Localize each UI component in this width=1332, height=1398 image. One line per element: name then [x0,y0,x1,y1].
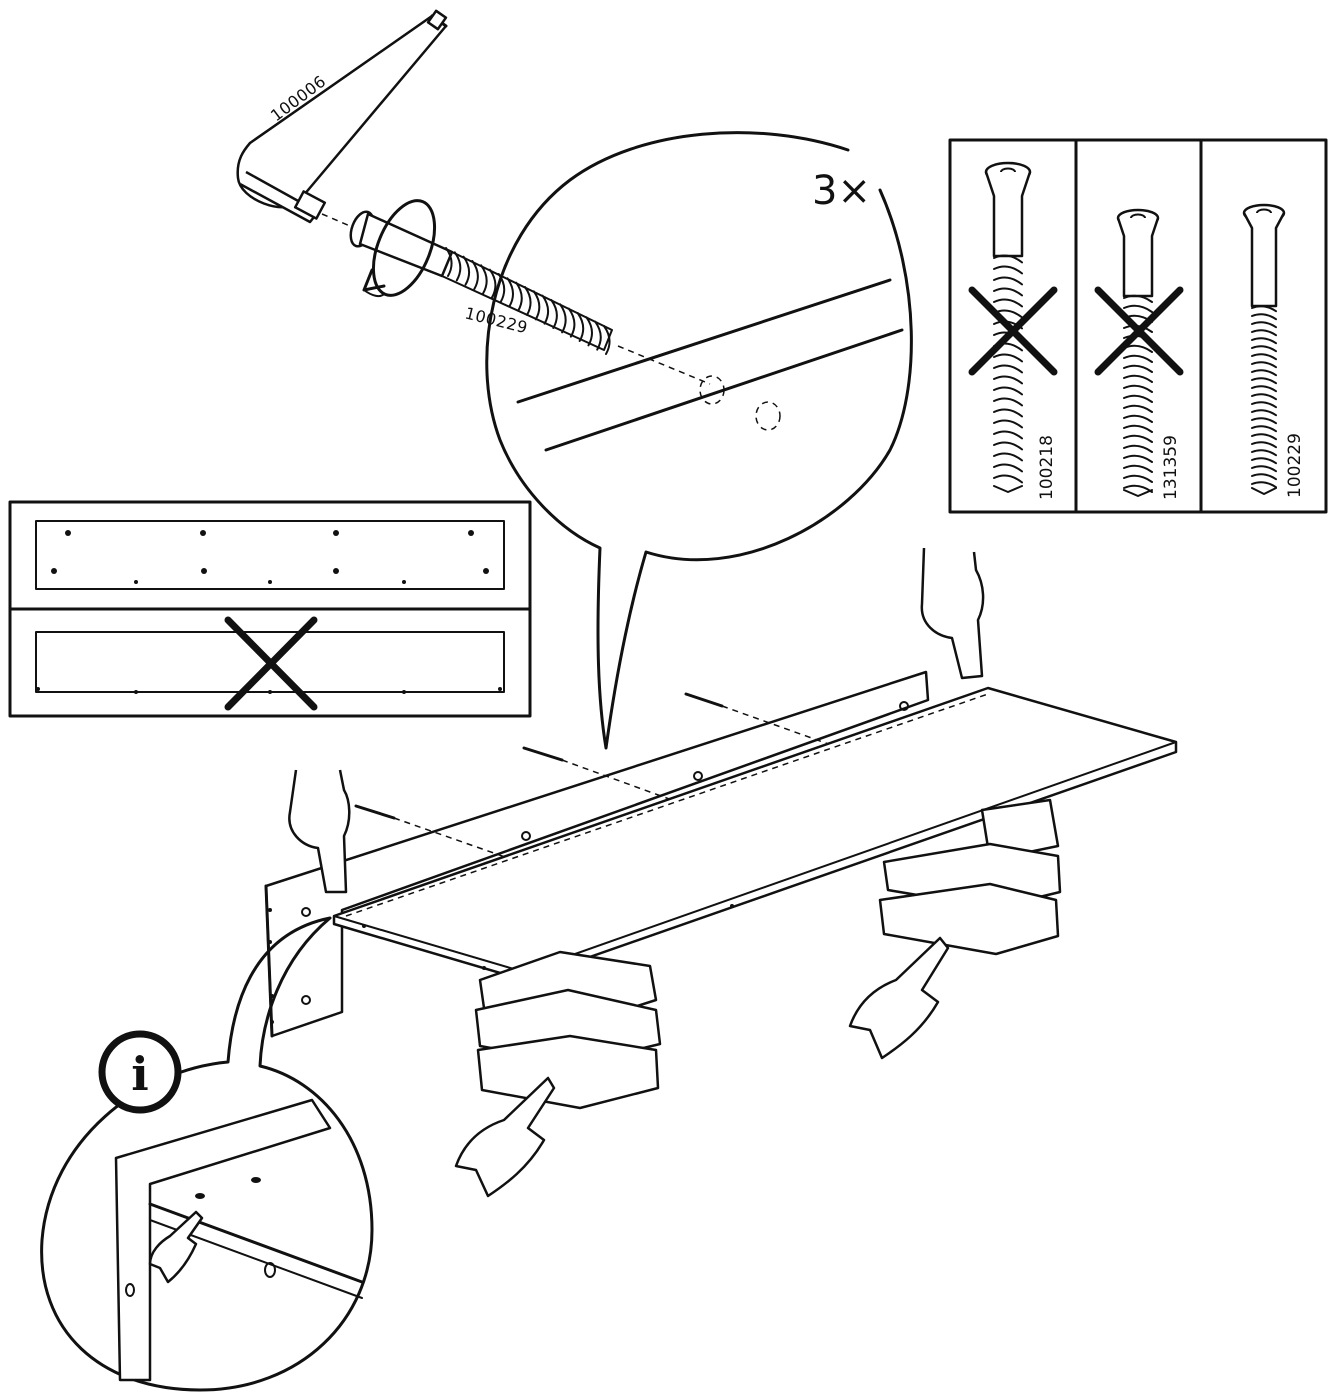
book-stack-icon [474,950,662,1110]
book-stack-icon [878,798,1062,956]
hand-pointing-icon [848,936,950,1060]
hand-pointing-icon [454,1076,556,1198]
screw-100218: 100218 [968,161,1058,500]
rotate-arrow-icon [362,199,437,298]
insertion-path [617,345,711,385]
screw-131359: 131359 [1094,208,1184,500]
orientation-correct [35,520,505,590]
screw-code-label: 100218 [1037,435,1057,500]
wrong-cross-icon [968,286,1058,376]
zoom-detail-bubble: 3× [485,131,913,750]
orientation-wrong [35,616,505,711]
wrong-cross-icon [1094,286,1184,376]
screw-code-label: 131359 [1161,435,1181,500]
quantity-label: 3× [812,168,871,214]
info-icon: i [98,1030,182,1114]
screw-guides [354,692,835,859]
orientation-panel [8,500,532,718]
screw-100229-correct: 100229 [1242,203,1305,498]
wrong-cross-icon [224,616,318,711]
hole-marker [755,401,781,431]
info-detail-bubble [40,916,374,1392]
hand-pointing-icon [148,1210,204,1284]
hole-marker [699,375,725,405]
screw-code-label: 100229 [1285,433,1305,498]
back-panel [264,670,930,1038]
hand-pressing-icon [288,769,351,894]
info-symbol-label: i [131,1047,148,1101]
screw-icon: 100229 [349,210,613,355]
screw-comparison-panel: 100218 131359 100229 [948,138,1328,514]
alignment-line [321,213,351,227]
allen-key-icon: 100006 [236,9,448,224]
hand-pressing-icon [920,547,985,680]
